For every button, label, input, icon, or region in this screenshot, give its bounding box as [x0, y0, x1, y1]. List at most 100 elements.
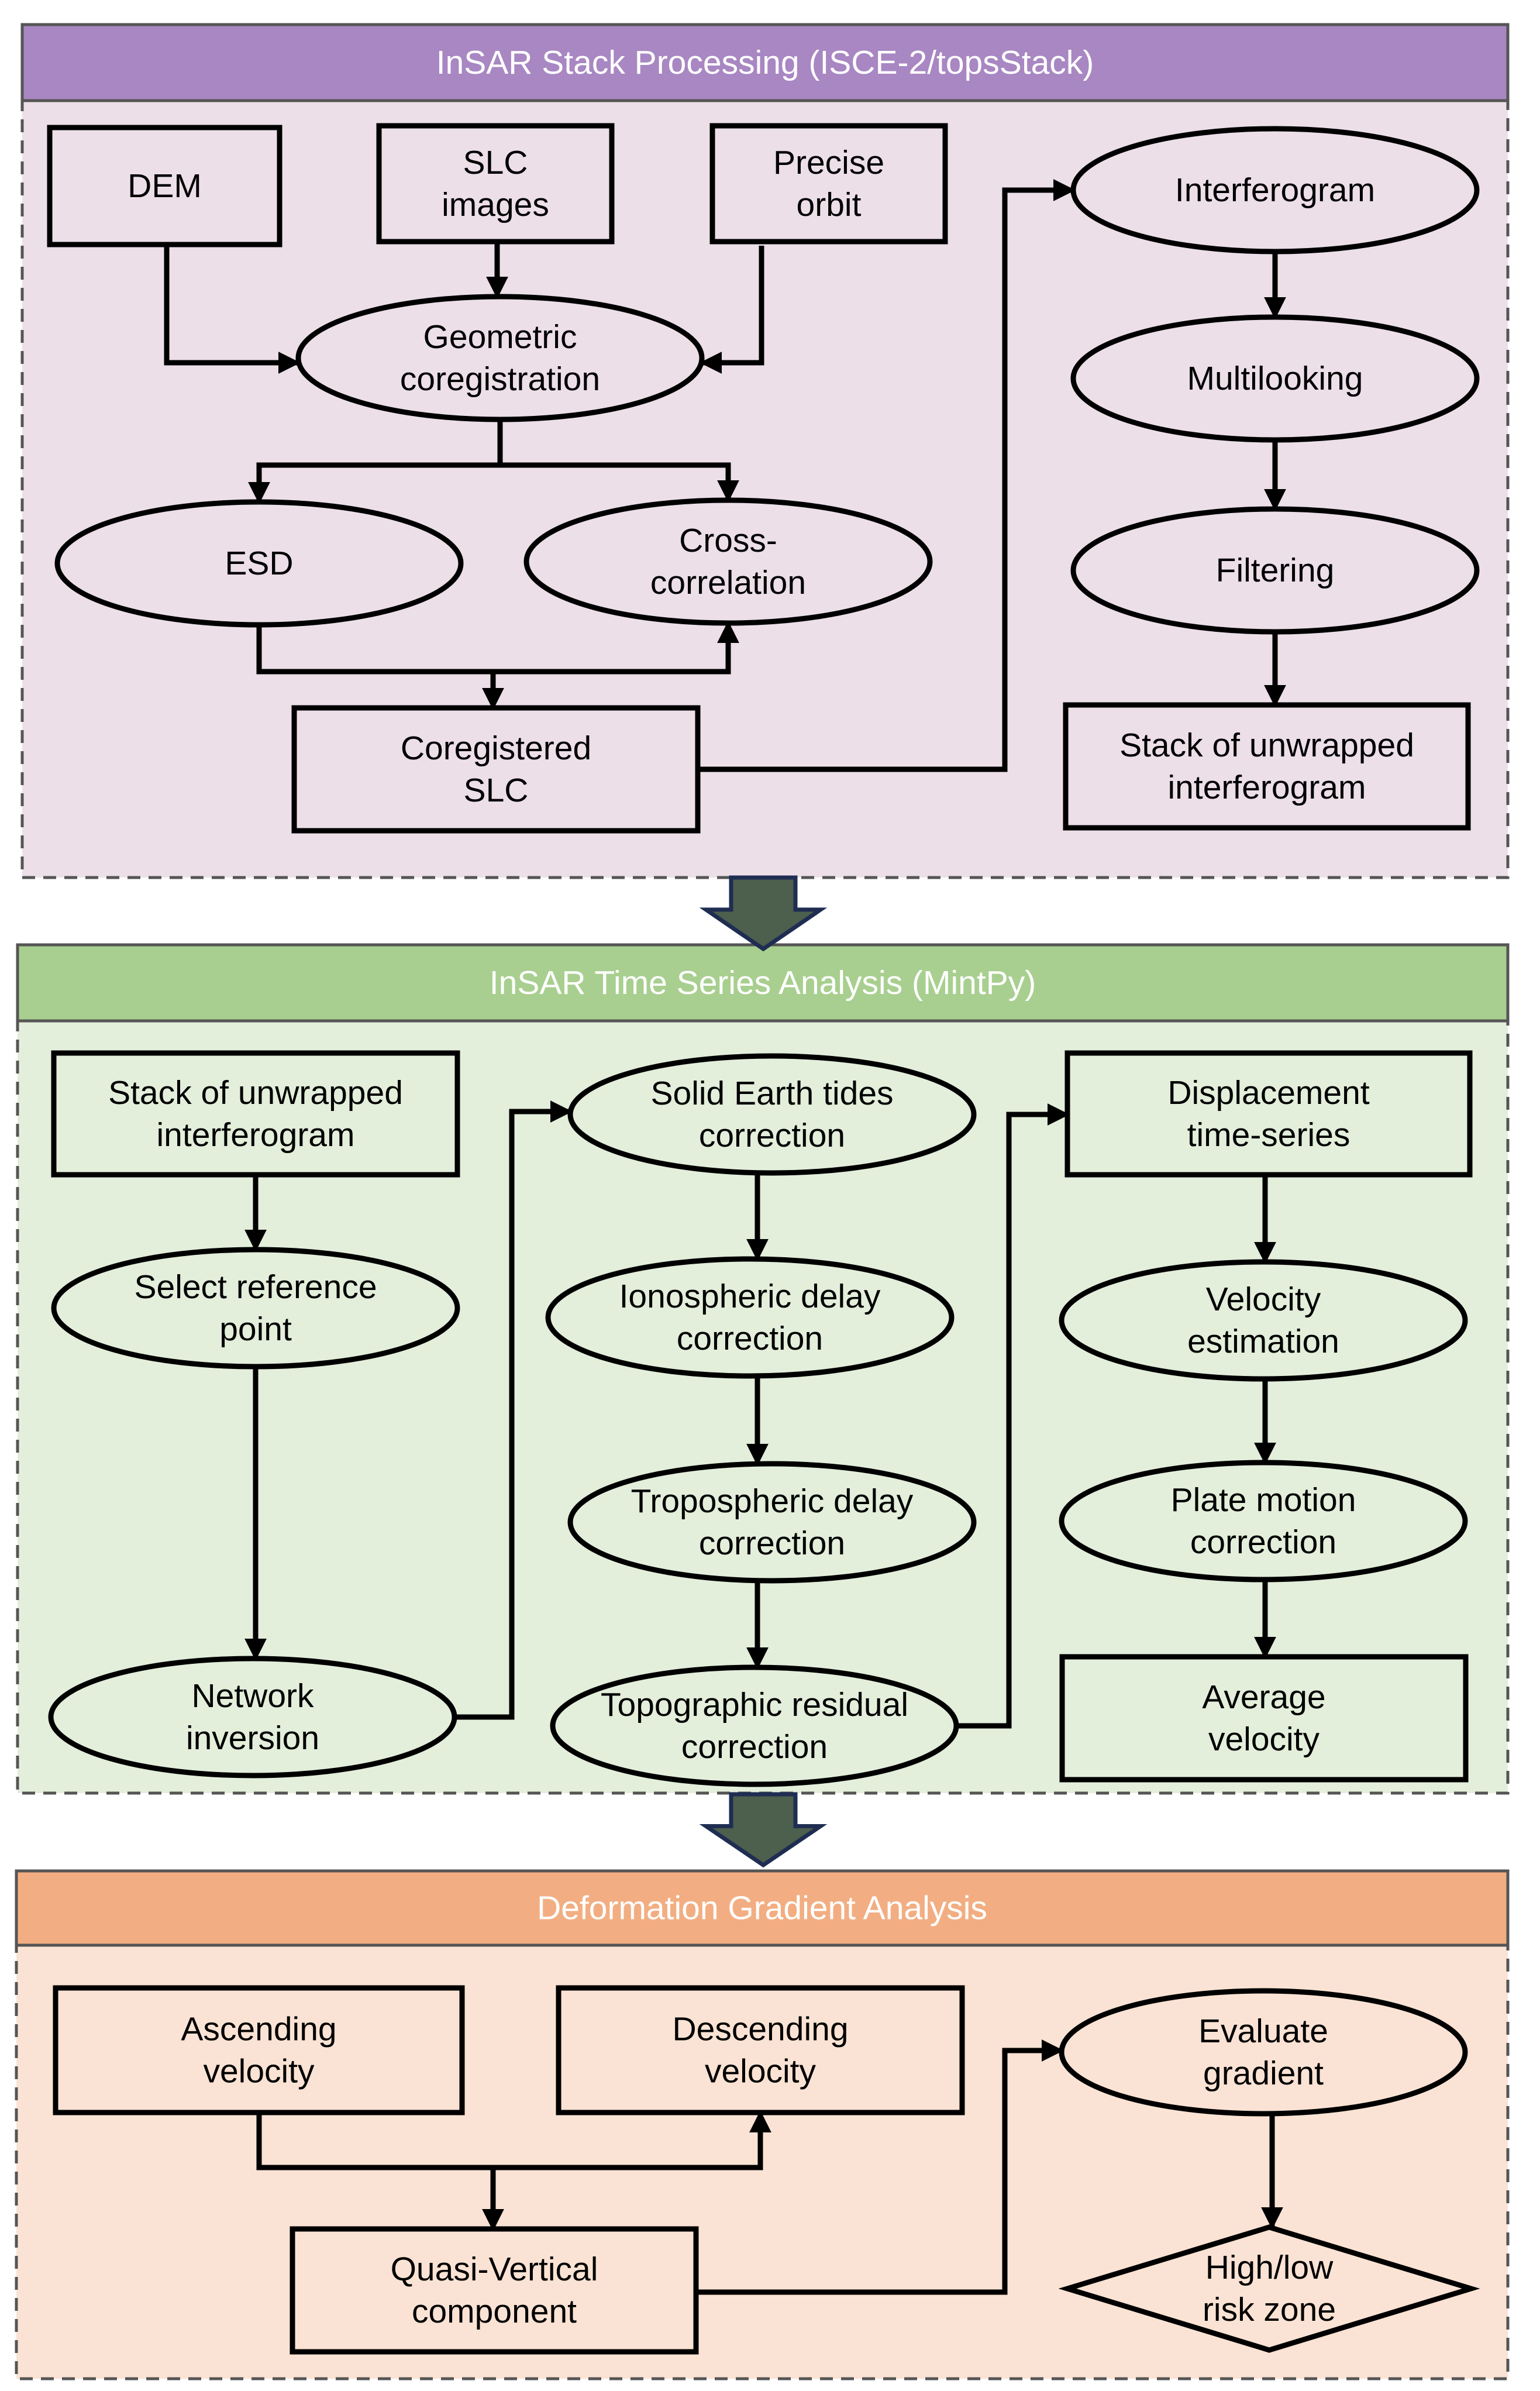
node-desc: Descending velocity: [556, 1985, 965, 2115]
process-ellipse: [1070, 314, 1480, 443]
node-filt: Filtering: [1070, 506, 1480, 635]
node-label-line: Geometric: [423, 318, 577, 356]
node-label-line: Descending: [672, 2011, 848, 2048]
node-disp: Displacement time-series: [1064, 1050, 1473, 1178]
process-ellipse: [550, 1664, 959, 1787]
node-label-line: Ascending: [181, 2011, 336, 2048]
node-label-line: SLC: [463, 144, 528, 181]
node-geo: Geometric coregistration: [295, 294, 705, 422]
section-title: InSAR Stack Processing (ISCE-2/topsStack…: [436, 44, 1094, 81]
process-box: [51, 1050, 460, 1178]
process-ellipse: [1059, 1460, 1468, 1582]
node-label-line: Precise: [773, 144, 884, 181]
section-title: InSAR Time Series Analysis (MintPy): [490, 964, 1036, 1002]
node-label-line: correction: [699, 1117, 845, 1154]
node-label-line: Coregistered: [401, 730, 591, 767]
flow-connector: [698, 179, 1076, 772]
process-ellipse: [1070, 506, 1480, 635]
process-box: [47, 125, 282, 247]
process-ellipse: [523, 497, 933, 626]
process-box: [709, 123, 948, 245]
stage-transition-arrow: [699, 875, 828, 952]
flow-connector: [956, 1103, 1070, 1729]
node-ref: Select reference point: [51, 1247, 460, 1370]
node-label-line: Interferogram: [1175, 171, 1375, 209]
flow-connector: [696, 2039, 1064, 2295]
node-label-line: Quasi-Vertical: [391, 2251, 598, 2288]
process-box: [1059, 1654, 1469, 1783]
node-label-line: Solid Earth tides: [650, 1075, 893, 1112]
node-label-line: images: [442, 186, 549, 223]
node-orbit: Precise orbit: [709, 123, 948, 245]
node-label-line: interferogram: [1168, 769, 1366, 806]
node-ifg: Interferogram: [1070, 126, 1480, 254]
node-xcorr: Cross-correlation: [523, 497, 933, 626]
node-qv: Quasi-Vertical component: [290, 2226, 699, 2355]
node-label-line: estimation: [1187, 1323, 1339, 1360]
flow-connector: [164, 245, 301, 374]
section-title: Deformation Gradient Analysis: [537, 1890, 987, 1927]
node-stack-out: Stack of unwrapped interferogram: [1063, 702, 1471, 831]
node-risk: High/low risk zone: [1058, 2224, 1480, 2353]
process-box: [1063, 702, 1471, 831]
node-label-line: Ionospheric delay: [619, 1278, 881, 1315]
node-label-line: velocity: [705, 2053, 816, 2090]
flow-connector: [500, 462, 739, 503]
node-esd: ESD: [54, 499, 464, 628]
process-ellipse: [545, 1256, 955, 1379]
node-label-line: correction: [681, 1728, 828, 1766]
node-label-line: Select reference: [134, 1268, 377, 1306]
node-label-line: Stack of unwrapped: [1119, 727, 1414, 764]
node-label-line: point: [219, 1310, 292, 1348]
node-label-line: time-series: [1187, 1116, 1350, 1154]
node-label-line: risk zone: [1203, 2291, 1336, 2328]
node-label-line: component: [412, 2293, 577, 2330]
process-box: [376, 123, 615, 245]
node-label-line: Multilooking: [1187, 360, 1363, 397]
process-ellipse: [54, 499, 464, 628]
process-ellipse: [1059, 1988, 1468, 2117]
process-box: [556, 1985, 965, 2115]
node-asc: Ascending velocity: [53, 1985, 465, 2115]
node-label-line: Network: [191, 1677, 314, 1715]
node-label-line: Stack of unwrapped: [108, 1074, 403, 1112]
node-slc: SLC images: [376, 123, 615, 245]
process-ellipse: [567, 1053, 977, 1176]
process-ellipse: [51, 1247, 460, 1370]
node-label-line: gradient: [1203, 2055, 1324, 2092]
node-label-line: correction: [677, 1320, 823, 1357]
node-label-line: DEM: [128, 167, 202, 205]
node-label-line: Displacement: [1167, 1074, 1369, 1112]
node-label-line: High/low: [1205, 2249, 1334, 2286]
node-label-line: velocity: [203, 2053, 315, 2090]
process-box: [291, 705, 701, 834]
process-ellipse: [1059, 1259, 1468, 1382]
node-multi: Multilooking: [1070, 314, 1480, 443]
node-vel: Velocity estimation: [1059, 1259, 1468, 1382]
node-set: Solid Earth tides correction: [567, 1053, 977, 1176]
node-label-line: Velocity: [1206, 1281, 1321, 1318]
node-label-line: Tropospheric delay: [631, 1482, 914, 1520]
flow-connector: [256, 2110, 771, 2170]
section-header: [16, 943, 1510, 1023]
node-label-line: orbit: [797, 186, 862, 223]
flow-connector: [700, 246, 764, 374]
process-box: [1064, 1050, 1473, 1178]
node-label-line: correction: [1190, 1523, 1336, 1561]
process-ellipse: [48, 1656, 457, 1778]
flow-connector: [248, 419, 503, 504]
section-header: [15, 1869, 1510, 1947]
stage-transition-arrow: [699, 1792, 828, 1868]
node-label-line: coregistration: [400, 360, 600, 398]
process-box: [290, 2226, 699, 2355]
decision-diamond: [1058, 2224, 1480, 2353]
node-label-line: Cross-: [679, 522, 777, 559]
node-label-line: interferogram: [157, 1116, 355, 1154]
